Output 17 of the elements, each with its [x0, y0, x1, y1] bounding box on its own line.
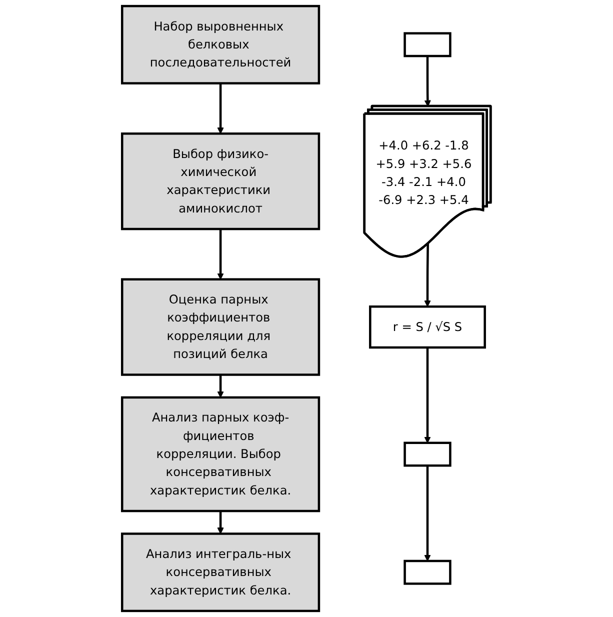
- arrow: [217, 229, 224, 280]
- arrow: [424, 347, 431, 444]
- node-box: Анализ интеграль-ных консервативных характеристик белка.: [121, 532, 320, 612]
- arrow: [217, 83, 224, 134]
- node-box: Оценка парных коэффициентов корреляции для позиций белка: [121, 278, 320, 376]
- arrow: [217, 374, 224, 398]
- node-box: [404, 32, 452, 58]
- node-box: r = S / √S S: [369, 305, 486, 349]
- arrow: [424, 466, 431, 562]
- arrow: [424, 244, 431, 307]
- node-box: Анализ парных коэф-фициентов корреляции. Выбор консервативных характеристик белка.: [121, 396, 320, 512]
- node-box: Набор выровненных белковых последовательностей: [121, 4, 320, 84]
- node-box: Выбор физико-химической характеристики аминокислот: [121, 132, 320, 230]
- node-box: [404, 560, 452, 585]
- arrow: [424, 56, 432, 107]
- arrow: [217, 511, 224, 534]
- node-box: [404, 442, 452, 467]
